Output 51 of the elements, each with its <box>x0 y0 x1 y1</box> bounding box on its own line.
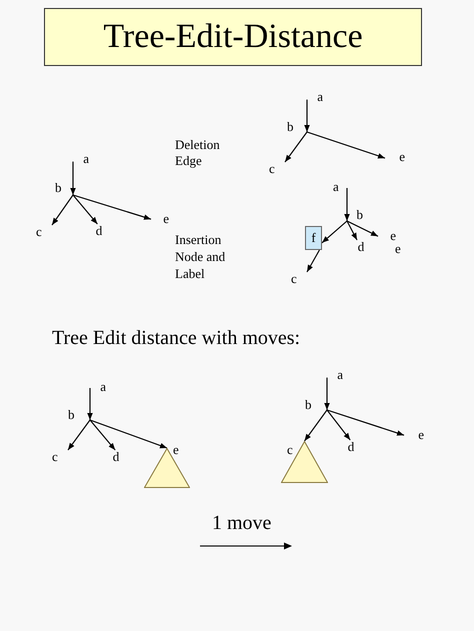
node-label: a <box>307 90 323 106</box>
text-label: 1 move <box>212 512 272 534</box>
node-label: b <box>68 408 90 420</box>
text-label: Deletion Edge <box>175 137 221 169</box>
arrow <box>326 410 351 440</box>
arrow <box>304 410 328 442</box>
node-label: d <box>108 450 124 466</box>
arrow <box>344 188 350 221</box>
node-label: e <box>404 428 424 444</box>
node-label: b <box>55 181 73 195</box>
arrow <box>70 162 76 195</box>
text-label: e <box>395 241 401 257</box>
node-label: c <box>269 162 285 179</box>
arrow <box>52 194 74 226</box>
node-label: d <box>91 224 107 241</box>
node-caption: c <box>287 443 293 457</box>
node-caption: e <box>173 443 179 457</box>
node-label: a <box>327 368 343 384</box>
title: Tree-Edit-Distance <box>103 18 363 56</box>
node-label: b <box>347 208 363 221</box>
arrow <box>306 131 386 159</box>
node-label: e <box>378 229 396 245</box>
arrow <box>324 378 330 410</box>
arrow <box>72 194 152 220</box>
section-heading: Tree Edit distance with moves: <box>52 327 300 349</box>
arrow <box>68 420 90 450</box>
node-label: d <box>353 240 369 258</box>
arrow <box>346 220 378 237</box>
arrow <box>72 194 98 224</box>
arrow <box>304 100 310 132</box>
node-label: c <box>52 450 68 466</box>
node-label: b <box>305 398 327 410</box>
node-label: b <box>287 120 307 132</box>
node-label: e <box>151 212 169 230</box>
arrow <box>306 250 320 272</box>
arrow <box>346 220 358 240</box>
arrow <box>87 388 93 420</box>
arrow <box>284 132 308 162</box>
node-label: a <box>333 180 347 196</box>
arrow <box>90 419 168 449</box>
node-label: e <box>385 150 405 168</box>
node-label: d <box>343 440 359 456</box>
arrow <box>90 420 116 450</box>
node-label: c <box>36 225 52 242</box>
arrow <box>322 220 348 244</box>
node-label: a <box>73 152 89 168</box>
text-label: Insertion Node and Label <box>175 231 226 282</box>
node-label: c <box>291 272 307 288</box>
node-label: a <box>90 380 106 396</box>
node-box: f <box>305 226 322 250</box>
arrow <box>326 409 404 436</box>
